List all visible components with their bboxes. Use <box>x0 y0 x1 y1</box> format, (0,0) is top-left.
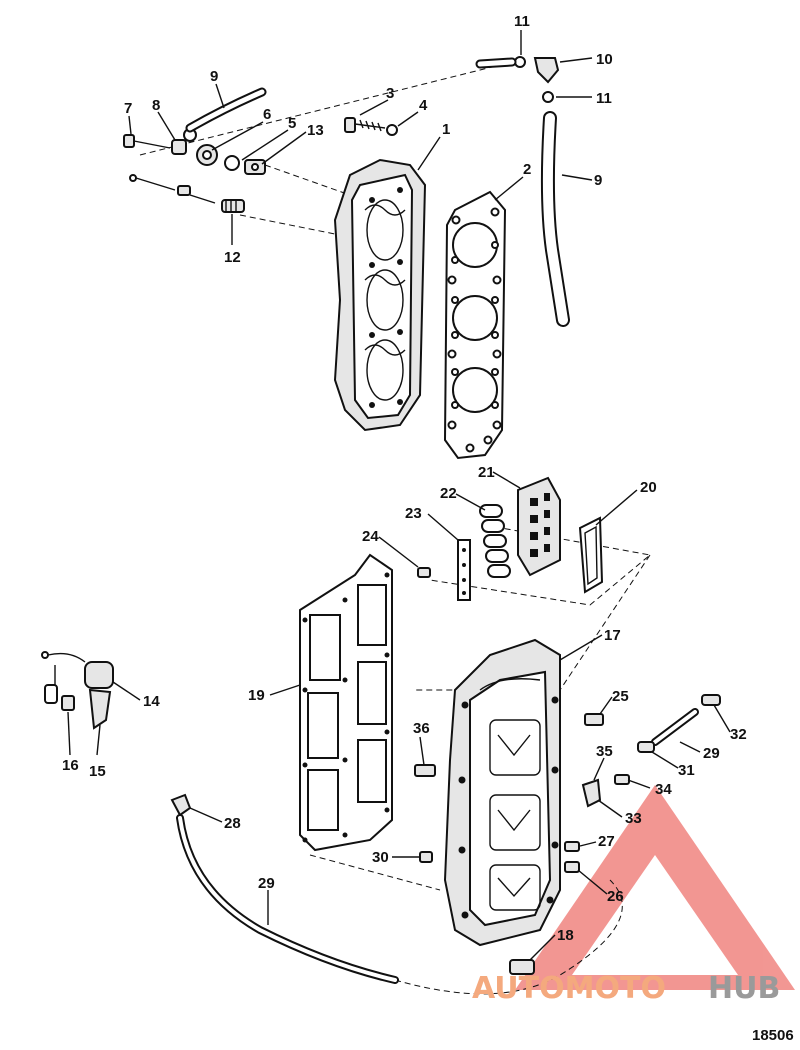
fitting-31 <box>637 741 655 753</box>
reed-petals-22 <box>479 504 511 578</box>
callout-34: 34 <box>655 781 672 798</box>
screw-25 <box>584 713 604 726</box>
assembly-line-gasket <box>309 854 441 891</box>
callout-6: 6 <box>263 106 271 123</box>
assembly-line-reed <box>429 524 652 606</box>
callout-26: 26 <box>607 888 624 905</box>
clamp-11-lower <box>542 91 554 103</box>
callout-9-right: 9 <box>594 172 602 189</box>
plug-30 <box>419 851 433 863</box>
callout-labels: 1 2 3 4 5 6 7 8 9 9 10 11 11 12 13 14 15… <box>62 13 747 944</box>
callout-24: 24 <box>362 528 379 545</box>
screw-16 <box>61 695 75 711</box>
callout-4: 4 <box>419 97 428 114</box>
clip-35 <box>581 778 602 808</box>
transfer-port-gasket-19 <box>299 553 393 852</box>
callout-16: 16 <box>62 757 79 774</box>
fitting-13 <box>244 159 266 175</box>
screw-27 <box>564 841 580 852</box>
callout-12: 12 <box>224 249 241 266</box>
callout-18: 18 <box>557 927 574 944</box>
callout-30: 30 <box>372 849 389 866</box>
callout-35: 35 <box>596 743 613 760</box>
crankcase-cover-17 <box>443 638 561 947</box>
callout-25: 25 <box>612 688 629 705</box>
callout-7: 7 <box>124 100 132 117</box>
watermark-logo <box>515 785 795 990</box>
assembly-line-fittings <box>264 164 351 196</box>
callout-27: 27 <box>598 833 615 850</box>
elbow-8 <box>171 128 197 155</box>
top-fittings <box>123 56 570 327</box>
elbow-10 <box>533 57 560 84</box>
callout-36: 36 <box>413 720 430 737</box>
fitting-26 <box>564 861 580 873</box>
side-fittings <box>414 694 721 975</box>
assembly-line-hose-bottom <box>394 879 623 995</box>
screw-36 <box>414 764 436 777</box>
callout-29-right: 29 <box>703 745 720 762</box>
screw-3 <box>344 117 386 133</box>
fitting-32 <box>701 694 721 706</box>
watermark-triangle-inner <box>572 855 738 975</box>
callout-11-top: 11 <box>514 13 530 30</box>
watermark-text: AUTOMOTO HUB <box>472 971 780 1006</box>
callout-19: 19 <box>248 687 265 704</box>
assembly-line-sensor <box>239 214 341 236</box>
bolt-7 <box>123 134 171 149</box>
callout-3: 3 <box>386 85 394 102</box>
fitting-6 <box>196 144 218 166</box>
watermark-text-hub: HUB <box>708 971 780 1006</box>
callout-17: 17 <box>604 627 621 644</box>
callout-9-top: 9 <box>210 68 218 85</box>
callout-22: 22 <box>440 485 457 502</box>
screw-24 <box>417 567 431 578</box>
resistor-14 <box>41 651 114 704</box>
callout-11-lower: 11 <box>596 90 612 107</box>
callout-32: 32 <box>730 726 747 743</box>
watermark-text-automoto: AUTOMOTO <box>472 971 666 1006</box>
callout-14: 14 <box>143 693 160 710</box>
cylinder-head-cover <box>333 158 427 432</box>
screw-34 <box>614 774 630 785</box>
callout-15: 15 <box>89 763 106 780</box>
callout-20: 20 <box>640 479 657 496</box>
bracket-15 <box>88 688 112 730</box>
stop-plate-23 <box>457 539 471 601</box>
callout-21: 21 <box>478 464 495 481</box>
figure-number: 18506 <box>752 1027 794 1044</box>
elbow-28 <box>170 793 192 817</box>
leader-lines <box>67 30 731 961</box>
reed-gasket-20 <box>578 516 604 594</box>
callout-23: 23 <box>405 505 422 522</box>
washer-5 <box>224 155 240 171</box>
washer-4 <box>386 124 398 136</box>
callout-31: 31 <box>678 762 695 779</box>
callout-29-left: 29 <box>258 875 275 892</box>
head-gasket <box>443 190 507 460</box>
callout-33: 33 <box>625 810 642 827</box>
drain-fitting-18 <box>509 959 535 975</box>
temperature-sensor-12 <box>129 174 245 213</box>
callout-1: 1 <box>442 121 450 138</box>
assembly-line-hose-top <box>139 59 521 156</box>
callout-5: 5 <box>288 115 296 132</box>
callout-10: 10 <box>596 51 613 68</box>
reed-block-21 <box>517 476 561 577</box>
left-parts <box>41 651 399 984</box>
reed-valve-assembly <box>417 476 604 601</box>
callout-13: 13 <box>307 122 324 139</box>
callout-28: 28 <box>224 815 241 832</box>
callout-8: 8 <box>152 97 160 114</box>
callout-2: 2 <box>523 161 531 178</box>
